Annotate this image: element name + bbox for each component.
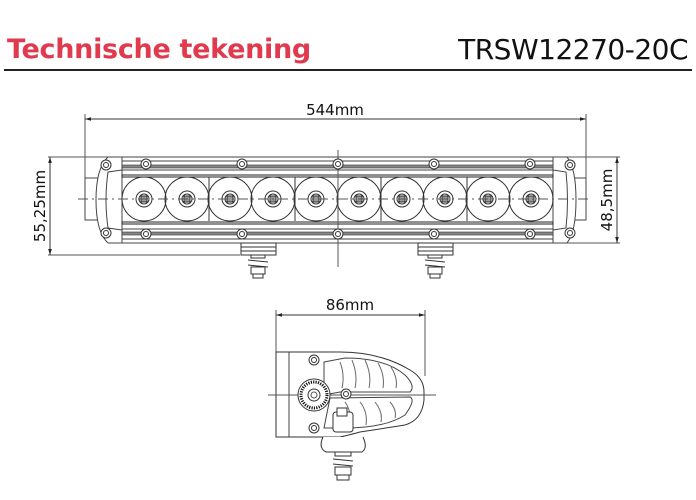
screws — [100, 158, 576, 240]
width-dimension-label: 544mm — [306, 101, 364, 119]
mounting-bracket-left — [240, 242, 277, 279]
mounting-bracket-right — [417, 242, 454, 279]
page-title: Technische tekening — [7, 34, 311, 65]
right-height-dimension-label: 48,5mm — [598, 169, 616, 232]
left-height-dimension-label: 55,25mm — [31, 170, 49, 242]
front-view — [48, 114, 620, 279]
header-rule — [4, 69, 692, 71]
product-code: TRSW12270-20C — [458, 33, 688, 66]
side-view — [268, 310, 436, 481]
side-width-dimension-label: 86mm — [326, 296, 374, 314]
